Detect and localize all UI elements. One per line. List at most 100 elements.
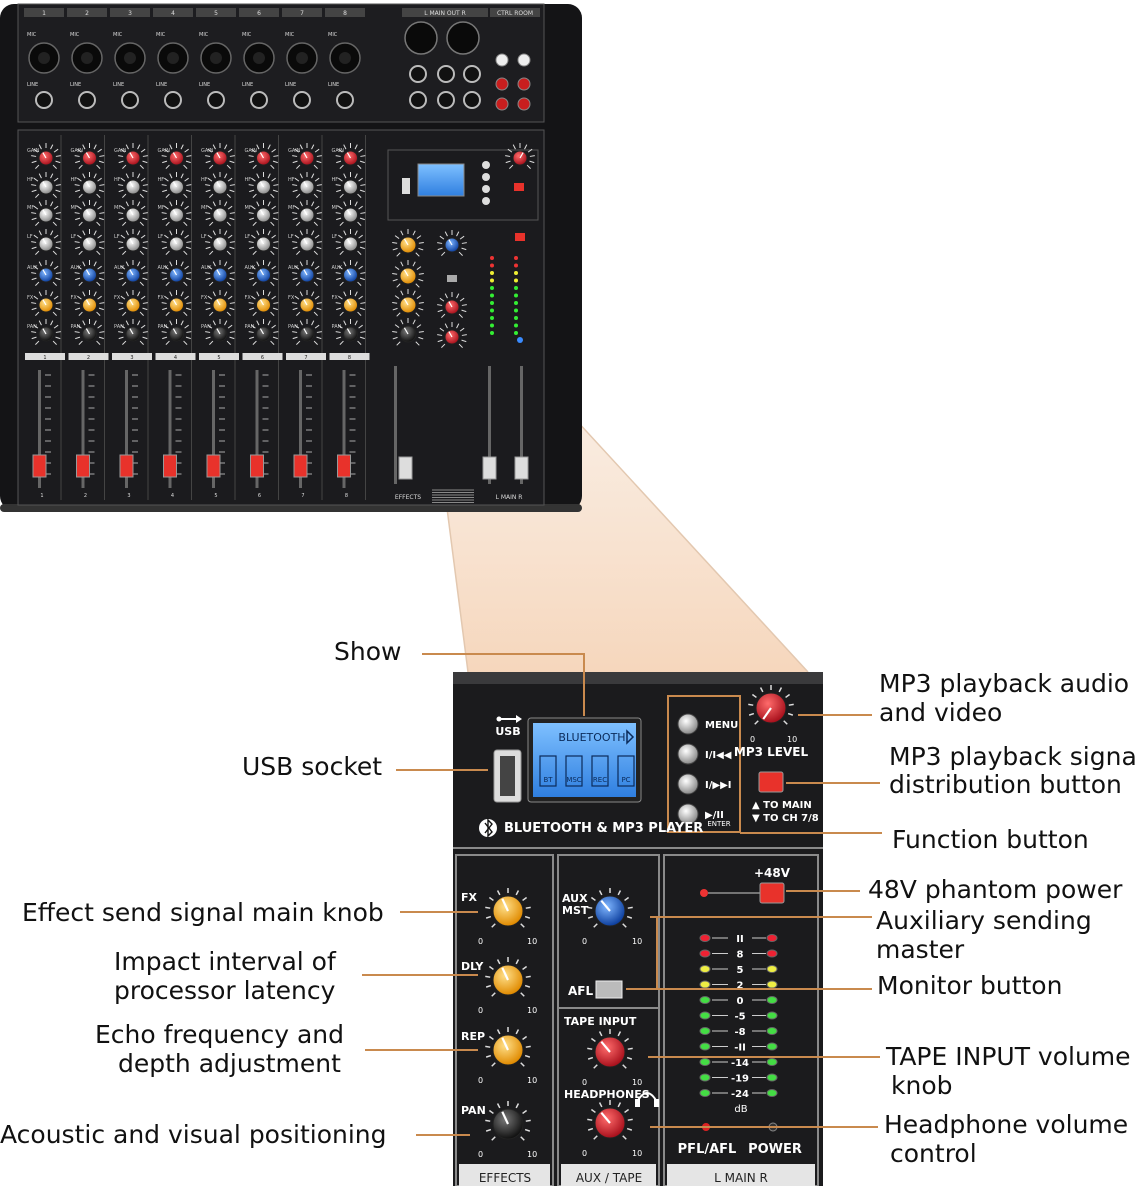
mixer-meter-led [490, 263, 494, 268]
mixer-afl-button[interactable] [447, 275, 457, 282]
annotation-impact-2: processor latency [114, 976, 336, 1005]
menu-button[interactable] [677, 803, 699, 825]
rca-jack[interactable] [517, 53, 531, 67]
strip-knob-label: MF [27, 205, 34, 211]
strip-channel-number: 8 [348, 355, 351, 361]
line-input-jack[interactable] [336, 91, 354, 109]
menu-button-label: I/▶▶I [705, 780, 731, 791]
output-jack[interactable] [463, 65, 481, 83]
line-input-jack[interactable] [207, 91, 225, 109]
meter-led-left [699, 1089, 711, 1097]
line-input-jack[interactable] [164, 91, 182, 109]
output-jack[interactable] [463, 91, 481, 109]
meter-led-right [766, 1073, 778, 1082]
rca-jack[interactable] [517, 97, 531, 111]
strip-knob-label: LF [158, 234, 164, 240]
mixer-mp3-route-button[interactable] [514, 183, 524, 191]
strip-knob-label: LF [71, 234, 77, 240]
output-jack[interactable] [437, 65, 455, 83]
mixer-menu-button[interactable] [482, 161, 490, 169]
strip-knob-label: FX [71, 295, 78, 301]
menu-button[interactable] [677, 743, 699, 765]
mixer-phantom-button[interactable] [515, 233, 525, 241]
fader-channel-number: 1 [40, 493, 43, 499]
channel-fader[interactable] [76, 454, 90, 478]
line-input-jack[interactable] [121, 91, 139, 109]
afl-button[interactable] [595, 980, 623, 999]
menu-button[interactable] [677, 773, 699, 795]
fader-channel-number: 4 [171, 493, 174, 499]
phantom-power-button[interactable] [759, 882, 785, 904]
mixer-meter-led [514, 278, 518, 283]
knob-min-label: 0 [478, 1076, 483, 1085]
output-jack[interactable] [409, 91, 427, 109]
strip-knob-label: HF [288, 177, 295, 183]
strip-knob-label: AUX [158, 265, 169, 271]
line-input-jack[interactable] [293, 91, 311, 109]
line-label: LINE [70, 82, 81, 88]
main-out-right-jack[interactable] [446, 21, 480, 55]
knob-min-label: 0 [750, 735, 755, 744]
mixer-main-fader[interactable] [482, 456, 497, 480]
knob-max-label: 10 [787, 735, 797, 744]
lcd-mode-label: PC [621, 776, 630, 784]
to-ch-label: ▼ TO CH 7/8 [752, 813, 819, 824]
channel-fader[interactable] [206, 454, 221, 478]
strip-knob-label: PAN [245, 324, 255, 330]
line-input-jack[interactable] [250, 91, 268, 109]
channel-fader[interactable] [163, 454, 177, 478]
lcd-play-icon [626, 729, 635, 745]
meter-scale-label: 8 [737, 950, 744, 961]
pfl-afl-label: PFL/AFL [678, 1142, 737, 1157]
output-jack[interactable] [409, 65, 427, 83]
mixer-menu-button[interactable] [482, 173, 490, 181]
channel-fader[interactable] [119, 454, 134, 478]
lcd-mode-icon [617, 755, 635, 787]
strip-channel-number: 3 [130, 355, 133, 361]
strip-knob-label: LF [201, 234, 207, 240]
mixer-effects-fader[interactable] [398, 456, 413, 480]
meter-led-left [699, 1027, 711, 1035]
rca-jack[interactable] [495, 97, 509, 111]
strip-channel-number: 5 [217, 355, 220, 361]
annotation-function: Function button [892, 825, 1089, 854]
db-label: dB [734, 1104, 747, 1115]
rca-jack[interactable] [495, 77, 509, 91]
strip-knob-label: PAN [114, 324, 124, 330]
strip-knob-label: PAN [27, 324, 37, 330]
annotation-echo-2: depth adjustment [118, 1049, 341, 1078]
strip-knob-label: PAN [201, 324, 211, 330]
usb-icon [496, 715, 522, 723]
aux-tape-footer: AUX / TAPE [576, 1171, 642, 1185]
mixer-power-led [517, 337, 523, 343]
strip-knob-label: PAN [332, 324, 342, 330]
line-input-jack[interactable] [78, 91, 96, 109]
channel-fader[interactable] [250, 454, 264, 478]
meter-led-left [699, 949, 711, 958]
main-out-left-jack[interactable] [404, 21, 438, 55]
rca-jack[interactable] [517, 77, 531, 91]
mic-label: MIC [113, 32, 123, 38]
main-footer: L MAIN R [714, 1171, 768, 1185]
line-input-jack[interactable] [35, 91, 53, 109]
knob-min-label: 0 [582, 937, 587, 946]
mixer-usb-socket[interactable] [402, 178, 410, 194]
strip-channel-number: 7 [304, 355, 307, 361]
mp3-route-button[interactable] [758, 771, 784, 793]
channel-fader[interactable] [293, 454, 308, 478]
mixer-meter-led [490, 278, 494, 283]
strip-knob-label: MF [71, 205, 78, 211]
channel-fader[interactable] [337, 454, 351, 478]
mixer-menu-button[interactable] [482, 197, 490, 205]
menu-button[interactable] [677, 713, 699, 735]
mixer-menu-button[interactable] [482, 185, 490, 193]
output-jack[interactable] [437, 91, 455, 109]
annotation-impact-1: Impact interval of [114, 947, 336, 976]
rca-jack[interactable] [495, 53, 509, 67]
mixer-main-fader[interactable] [514, 456, 529, 480]
channel-fader[interactable] [32, 454, 47, 478]
meter-scale-label: 0 [737, 996, 744, 1007]
strip-knob-label: GAIN [201, 148, 214, 154]
mixer-top-channel-number: 3 [128, 10, 132, 17]
